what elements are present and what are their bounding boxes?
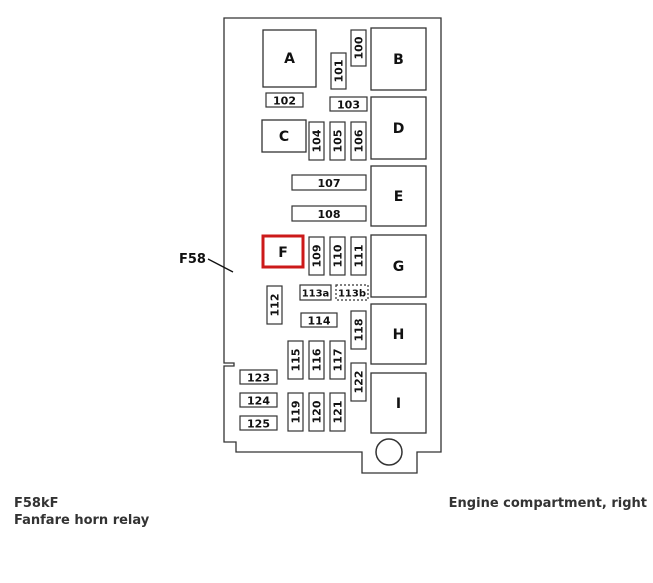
svg-text:116: 116 (311, 348, 324, 371)
fuse-112: 112 (266, 285, 283, 325)
svg-text:104: 104 (311, 129, 324, 152)
svg-text:I: I (396, 396, 401, 412)
fuse-100: 100 (350, 29, 367, 67)
fuse-106: 106 (350, 121, 367, 161)
svg-text:101: 101 (333, 60, 346, 83)
fuse-114: 114 (300, 312, 338, 328)
fuse-119: 119 (287, 392, 304, 432)
relay-I: I (370, 372, 427, 434)
fuse-125: 125 (239, 415, 278, 431)
relay-F-highlighted: F (261, 234, 305, 269)
svg-text:102: 102 (273, 95, 296, 108)
fuse-108: 108 (291, 205, 367, 222)
svg-text:H: H (393, 327, 405, 343)
fuse-113b: 113b (335, 284, 369, 301)
svg-text:115: 115 (290, 349, 303, 372)
svg-text:117: 117 (332, 349, 345, 372)
svg-text:120: 120 (311, 400, 324, 423)
svg-text:112: 112 (269, 294, 282, 317)
fuse-102: 102 (265, 92, 304, 108)
svg-text:113b: 113b (338, 289, 366, 300)
fuse-115: 115 (287, 340, 304, 380)
relay-D: D (370, 96, 427, 160)
fuse-116: 116 (308, 340, 325, 380)
caption-location: Engine compartment, right (448, 496, 647, 511)
fuse-122: 122 (350, 362, 367, 402)
callout-line (207, 258, 234, 273)
svg-text:110: 110 (332, 244, 345, 267)
fuse-124: 124 (239, 392, 278, 408)
svg-text:C: C (279, 129, 289, 145)
svg-text:109: 109 (311, 245, 324, 268)
svg-text:123: 123 (247, 372, 270, 385)
svg-text:D: D (393, 121, 405, 137)
svg-text:111: 111 (353, 245, 366, 268)
caption-description: Fanfare horn relay (14, 513, 150, 528)
svg-text:119: 119 (290, 401, 303, 424)
fuse-123: 123 (239, 369, 278, 385)
svg-text:B: B (393, 52, 404, 68)
fuse-104: 104 (308, 121, 325, 161)
svg-text:A: A (284, 51, 295, 67)
svg-text:G: G (393, 259, 405, 275)
svg-text:122: 122 (353, 371, 366, 394)
relay-H: H (370, 303, 427, 365)
svg-text:121: 121 (332, 401, 345, 424)
svg-text:108: 108 (318, 208, 341, 221)
caption-code: F58kF (14, 496, 59, 511)
fuse-111: 111 (350, 236, 367, 276)
svg-text:105: 105 (332, 130, 345, 153)
svg-text:113a: 113a (302, 289, 330, 300)
relay-B: B (370, 27, 427, 91)
relay-A: A (262, 29, 317, 88)
fuse-110: 110 (329, 236, 346, 276)
fuse-118: 118 (350, 310, 367, 350)
svg-text:100: 100 (353, 36, 366, 59)
relay-E: E (370, 165, 427, 227)
fuse-107: 107 (291, 174, 367, 191)
fuse-120: 120 (308, 392, 325, 432)
svg-text:118: 118 (353, 319, 366, 342)
fuse-113a: 113a (299, 284, 332, 301)
svg-text:F: F (278, 245, 288, 261)
fuse-121: 121 (329, 392, 346, 432)
svg-text:103: 103 (337, 99, 360, 112)
svg-text:125: 125 (247, 418, 270, 431)
relay-G: G (370, 234, 427, 298)
fuse-103: 103 (329, 96, 368, 112)
svg-text:106: 106 (353, 129, 366, 152)
svg-text:114: 114 (308, 315, 331, 328)
fuse-box-outline (223, 17, 442, 474)
mounting-hole (375, 438, 403, 466)
relay-C: C (261, 119, 307, 153)
callout-label: F58 (179, 252, 206, 267)
svg-text:E: E (394, 189, 404, 205)
fuse-105: 105 (329, 121, 346, 161)
fuse-109: 109 (308, 236, 325, 276)
fuse-101: 101 (330, 52, 347, 90)
svg-text:107: 107 (318, 177, 341, 190)
fuse-117: 117 (329, 340, 346, 380)
svg-text:124: 124 (247, 395, 270, 408)
